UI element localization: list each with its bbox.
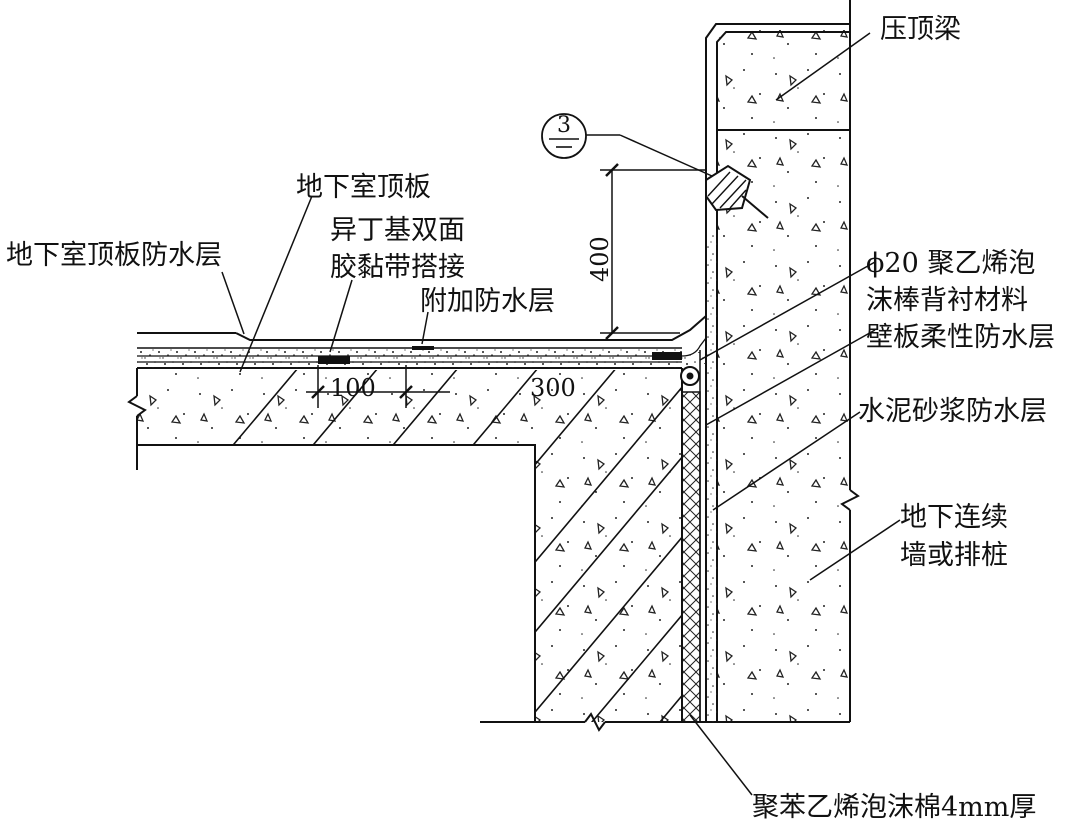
label-roof-slab: 地下室顶板 (296, 172, 431, 203)
detail-reference-circle (541, 113, 587, 159)
label-additional-waterproof: 附加防水层 (420, 286, 555, 317)
dimension-100-300 (306, 365, 450, 408)
sealant-block (705, 164, 769, 219)
label-wall-flexible-waterproof: 壁板柔性防水层 (866, 322, 1055, 353)
roof-slab (127, 367, 700, 732)
polystyrene-foam-layer (681, 391, 701, 723)
mortar-waterproof-layer (699, 232, 717, 722)
dimension-label-400: 400 (586, 236, 614, 282)
detail-reference-number: 3 (557, 113, 571, 138)
leader-lines (221, 32, 901, 796)
dimension-label-300: 300 (530, 374, 576, 402)
slab-waterproof-layers (137, 315, 707, 368)
coping-beam (705, 23, 850, 232)
label-mortar-waterproof: 水泥砂浆防水层 (858, 396, 1047, 427)
label-coping-beam: 压顶梁 (880, 14, 961, 45)
label-roof-slab-waterproof: 地下室顶板防水层 (6, 240, 222, 271)
label-butyl-tape-1: 异丁基双面 (330, 215, 465, 246)
dimension-400 (600, 163, 706, 340)
label-foam-rod-1: ϕ20 聚乙烯泡 (866, 248, 1036, 279)
label-polystyrene-foam: 聚苯乙烯泡沫棉4mm厚 (752, 792, 1037, 823)
label-diaphragm-wall-1: 地下连续 (900, 502, 1008, 533)
label-diaphragm-wall-2: 墙或排桩 (900, 540, 1008, 571)
label-butyl-tape-2: 胶黏带搭接 (330, 252, 465, 283)
label-foam-rod-2: 沫棒背衬材料 (866, 285, 1028, 316)
dimension-label-100: 100 (330, 374, 376, 402)
backing-rod (680, 366, 700, 386)
